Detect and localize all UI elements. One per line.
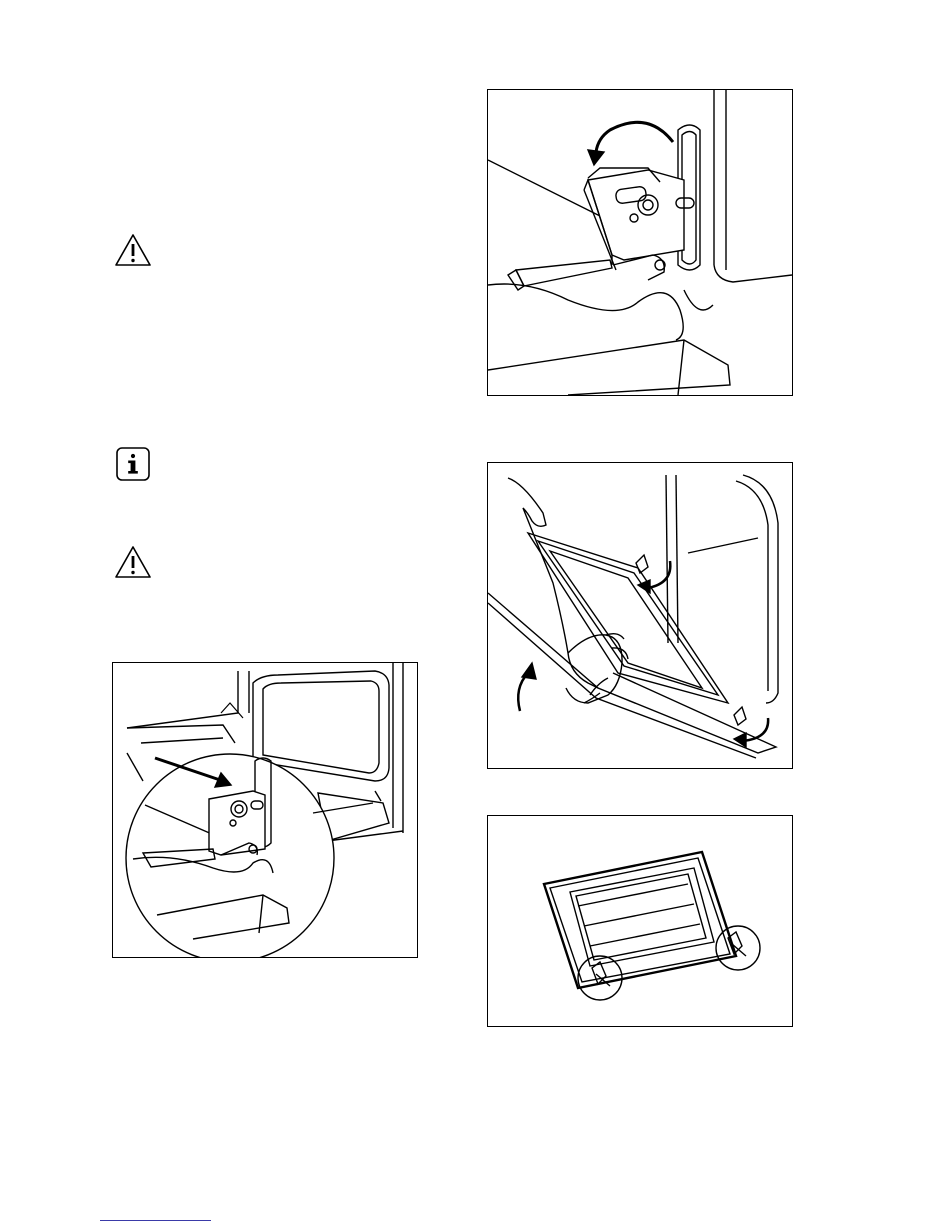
hinge-lever-closed-detail-figure	[112, 662, 418, 958]
door-lift-remove-figure	[487, 462, 793, 769]
hinge-lever-rotate-figure	[487, 89, 793, 396]
info-icon	[115, 446, 151, 482]
door-removed-hinges-figure	[487, 815, 793, 1027]
warning-icon	[113, 544, 153, 580]
warning-icon	[113, 232, 153, 268]
footer-rule	[100, 1220, 211, 1221]
